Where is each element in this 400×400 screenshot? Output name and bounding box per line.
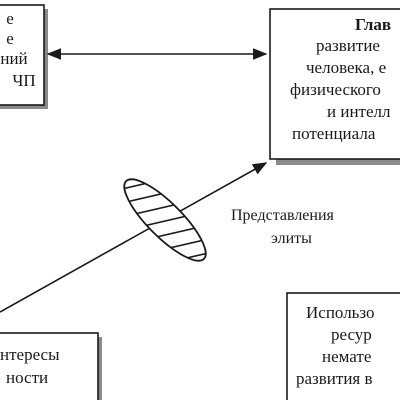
box-bottom-right-line-3: немате bbox=[322, 347, 371, 366]
hatched-ellipse bbox=[114, 169, 216, 271]
label-elite-views-line-1: Представления bbox=[231, 207, 335, 224]
box-top-left-line-4: ЧП bbox=[12, 71, 35, 90]
box-top-left-line-1: е bbox=[6, 9, 14, 28]
box-bottom-right-frame bbox=[286, 292, 400, 400]
box-top-left: е е ний ЧП bbox=[0, 4, 48, 109]
box-bottom-left-line-1: нтересы bbox=[0, 345, 60, 364]
box-top-right-line-5: потенциала bbox=[292, 124, 376, 143]
label-elite-views-line-2: элиты bbox=[271, 230, 312, 247]
ellipse-outline bbox=[123, 178, 207, 262]
diagonal-arrow bbox=[0, 162, 268, 313]
box-top-left-line-3: ний bbox=[0, 49, 27, 68]
box-bottom-left: нтересы ности bbox=[0, 332, 102, 400]
box-top-right-line-1: развитие bbox=[316, 36, 380, 55]
box-top-left-line-2: е bbox=[6, 29, 14, 48]
box-bottom-left-frame bbox=[0, 332, 99, 400]
box-top-right-line-4: и интелл bbox=[327, 102, 391, 121]
box-bottom-left-line-2: ности bbox=[6, 368, 48, 387]
box-bottom-right-line-1: Использо bbox=[306, 303, 375, 322]
box-top-right-line-2: человека, е bbox=[306, 58, 386, 77]
box-top-right-frame bbox=[269, 8, 400, 160]
box-top-right: Глав развитие человека, е физического и … bbox=[269, 8, 400, 165]
box-bottom-right: Использо ресур немате развития в bbox=[286, 292, 400, 400]
box-bottom-right-line-2: ресур bbox=[331, 325, 372, 344]
box-top-left-frame bbox=[0, 4, 45, 106]
box-top-right-title: Глав bbox=[355, 15, 391, 34]
box-bottom-right-line-4: развития в bbox=[296, 369, 373, 388]
box-top-right-line-3: физического bbox=[290, 80, 381, 99]
